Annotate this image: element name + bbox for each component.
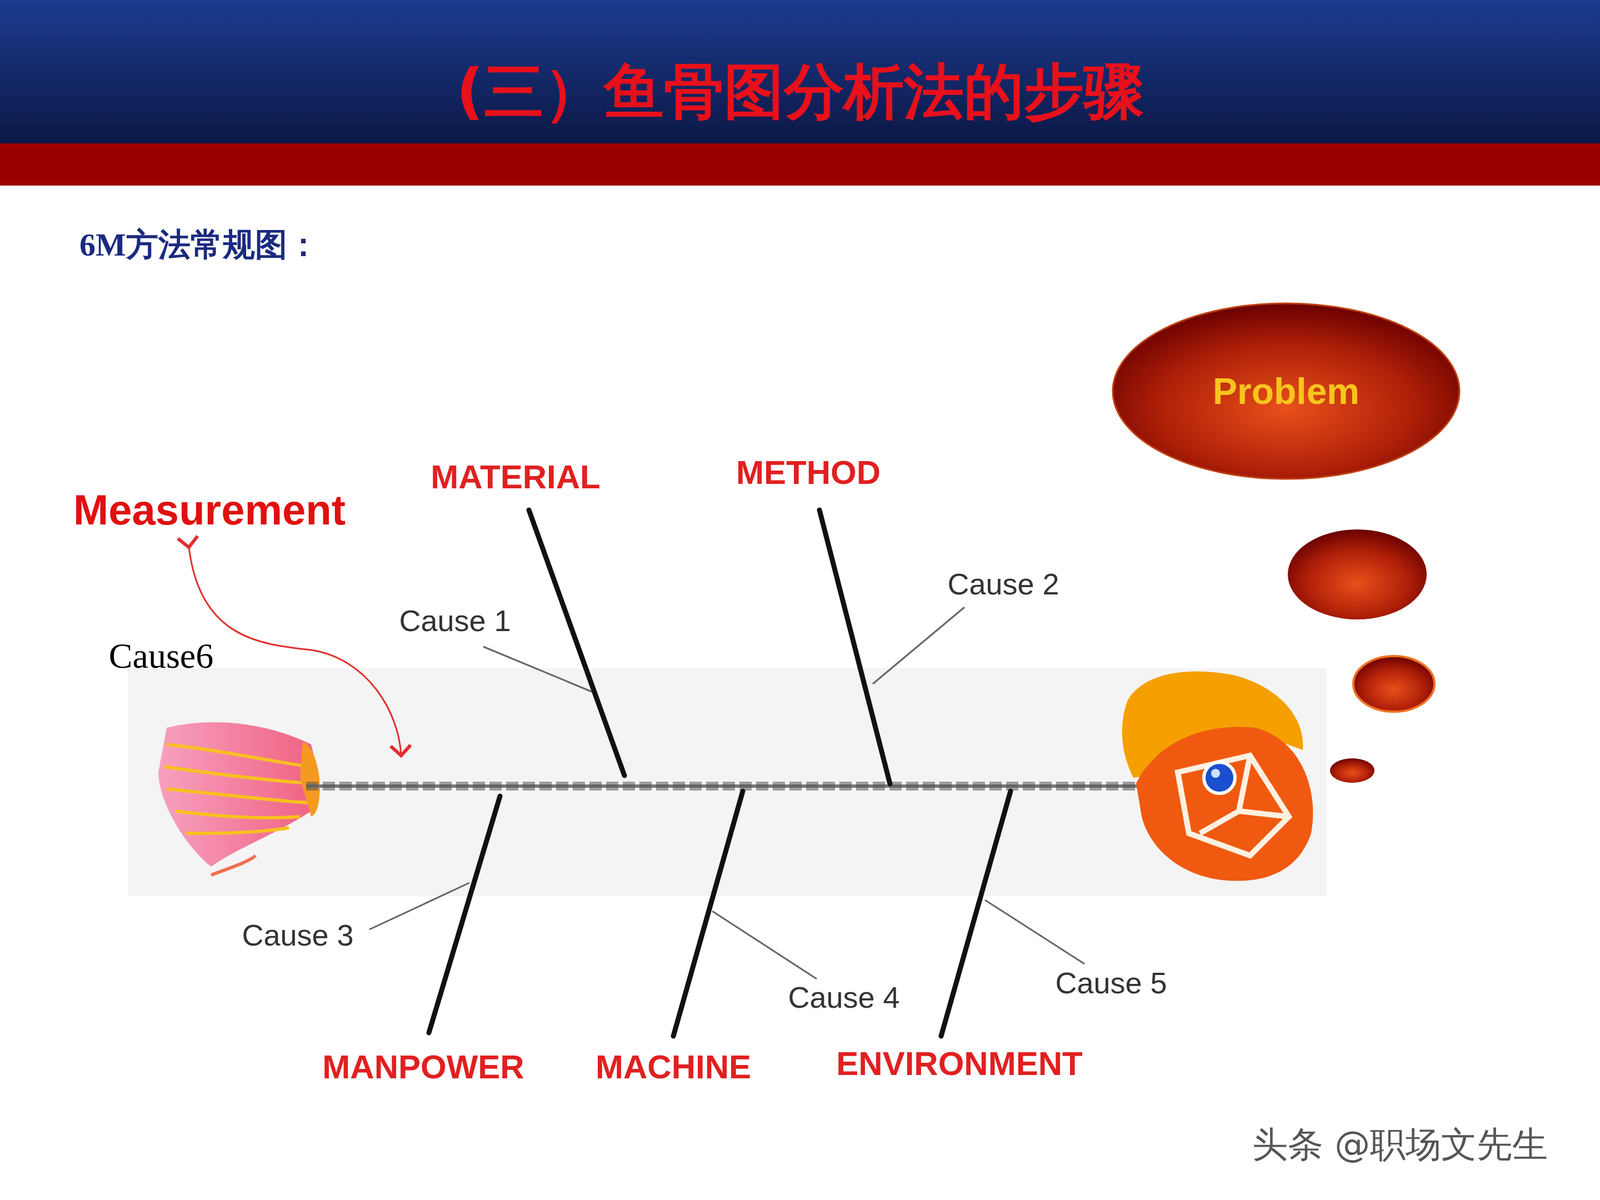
thought-bubble xyxy=(1330,758,1375,783)
cause-label: Cause 3 xyxy=(241,917,354,953)
leader-lines xyxy=(369,607,1085,979)
category-label: MACHINE xyxy=(595,1047,752,1087)
subtitle: 6M方法常规图： xyxy=(79,226,320,264)
thought-bubble xyxy=(1353,656,1435,712)
fish-bones xyxy=(428,510,1011,1037)
slide-title: (三）鱼骨图分析法的步骤 xyxy=(456,57,1144,127)
fish-spine xyxy=(306,786,1138,787)
category-label: METHOD xyxy=(736,453,881,492)
cause-label: Cause 2 xyxy=(947,566,1059,602)
category-label: MATERIAL xyxy=(430,457,601,497)
cause-label: Cause6 xyxy=(108,635,214,677)
curved-arrow xyxy=(188,547,402,756)
red-strip xyxy=(0,143,1600,186)
watermark: 头条 @职场文先生 xyxy=(1252,1124,1548,1166)
cause-label: Cause 5 xyxy=(1055,965,1167,1000)
cause-label: Cause 4 xyxy=(787,980,900,1015)
fish-tail xyxy=(158,722,320,875)
title-bar xyxy=(0,0,1600,144)
problem-ellipse: Problem xyxy=(1110,301,1462,482)
problem-text: Problem xyxy=(1212,370,1360,413)
category-label: ENVIRONMENT xyxy=(836,1044,1083,1083)
category-label: MANPOWER xyxy=(322,1047,524,1087)
ground-panel xyxy=(127,668,1327,897)
fish-head xyxy=(1122,671,1314,882)
thought-bubble xyxy=(1287,529,1427,620)
category-label: Measurement xyxy=(73,485,346,534)
cause-label: Cause 1 xyxy=(398,603,511,638)
